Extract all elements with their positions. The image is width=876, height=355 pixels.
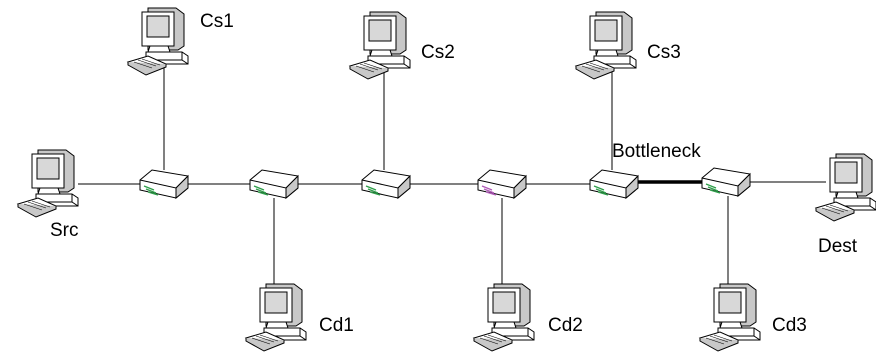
- label-cs3: Cs3: [647, 42, 681, 63]
- computer-icon-cd3: [699, 283, 761, 352]
- label-cd2: Cd2: [548, 315, 583, 336]
- router-icon: [249, 169, 299, 199]
- label-dest: Dest: [818, 236, 858, 257]
- router-icon: [361, 169, 411, 199]
- label-src: Src: [50, 220, 79, 241]
- router-icon: [701, 167, 751, 197]
- label-cs2: Cs2: [421, 42, 455, 63]
- label-cs1: Cs1: [200, 11, 234, 32]
- computer-icon-cs2: [349, 11, 411, 80]
- router-icon: [139, 169, 189, 199]
- router-icon: [589, 169, 639, 199]
- computer-icon-cs1: [127, 7, 189, 76]
- computer-icon-src: [17, 149, 79, 218]
- computer-icon-cd2: [473, 283, 535, 352]
- computer-icon-cd1: [245, 283, 307, 352]
- computer-icon-dest: [815, 153, 876, 222]
- router-icon: [477, 169, 527, 199]
- computer-icon-cs3: [575, 11, 637, 80]
- label-cd3: Cd3: [772, 315, 807, 336]
- links: [78, 66, 826, 292]
- labels: Src Cs1 Cs2 Cs3 Bottleneck Dest Cd1 Cd2 …: [50, 11, 858, 336]
- label-cd1: Cd1: [319, 315, 354, 336]
- label-bottleneck: Bottleneck: [612, 141, 701, 162]
